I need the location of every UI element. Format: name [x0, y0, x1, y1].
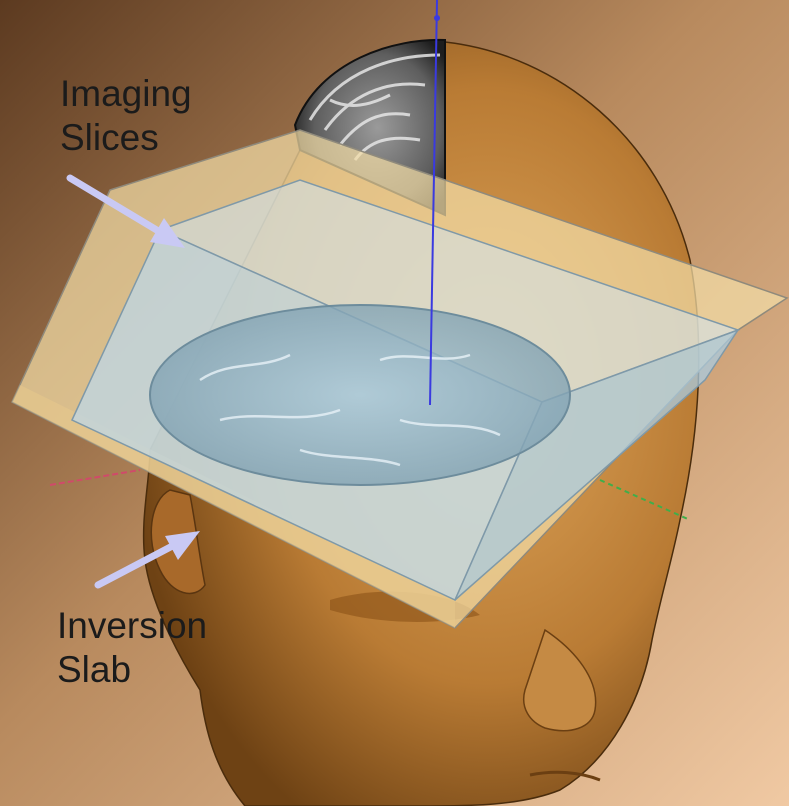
- label-imaging-slices-line-1: Imaging: [60, 72, 192, 116]
- axis-origin-marker: [434, 15, 440, 21]
- label-inversion-slab-line-2: Slab: [57, 648, 207, 692]
- label-imaging-slices: Imaging Slices: [60, 72, 192, 160]
- label-inversion-slab: Inversion Slab: [57, 604, 207, 692]
- label-inversion-slab-line-1: Inversion: [57, 604, 207, 648]
- label-imaging-slices-line-2: Slices: [60, 116, 192, 160]
